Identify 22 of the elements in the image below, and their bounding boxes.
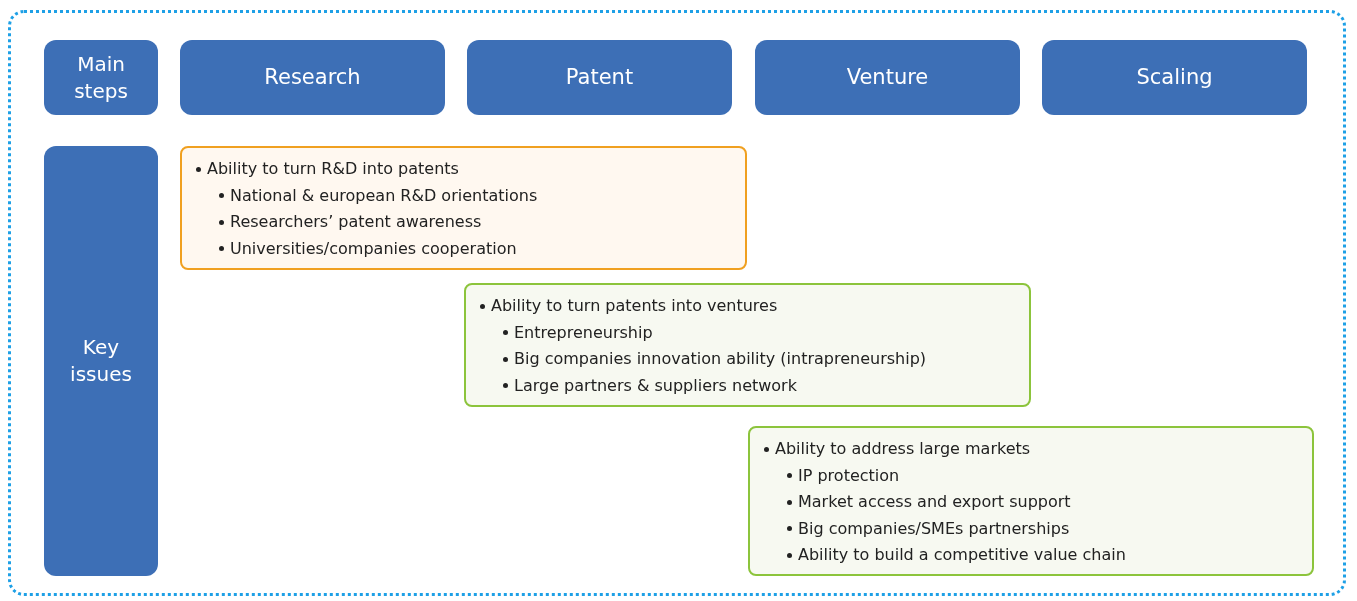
step-box: Key issues bbox=[44, 146, 158, 576]
issue-box bbox=[748, 426, 1314, 576]
bullet-item: National & european R&D orientations bbox=[230, 184, 538, 207]
bullet-item: Entrepreneurship bbox=[514, 321, 653, 344]
bullet-item: Market access and export support bbox=[798, 491, 1071, 513]
bullet-item: Ability to build a competitive value chain bbox=[798, 544, 1126, 566]
step-box: Patent bbox=[467, 40, 732, 115]
bullet-item: Big companies/SMEs partnerships bbox=[798, 517, 1070, 540]
bullet-item: IP protection bbox=[798, 464, 900, 487]
step-box: Scaling bbox=[1042, 40, 1307, 115]
issue-box bbox=[464, 283, 1031, 407]
bullet-item: Universities/companies cooperation bbox=[230, 237, 517, 260]
step-box: Main steps bbox=[44, 40, 158, 115]
bullet-item: Large partners & suppliers network bbox=[514, 374, 797, 397]
step-box: Research bbox=[180, 40, 445, 115]
bullet-heading: Ability to turn R&D into patents bbox=[207, 158, 459, 180]
bullet-item: Researchers’ patent awareness bbox=[230, 211, 482, 233]
issue-box bbox=[180, 146, 747, 270]
bullet-item: Big companies innovation ability (intrapreneurship) bbox=[514, 348, 927, 370]
step-box: Venture bbox=[755, 40, 1020, 115]
bullet-heading: Ability to address large markets bbox=[775, 438, 1031, 460]
bullet-heading: Ability to turn patents into ventures bbox=[491, 295, 778, 317]
